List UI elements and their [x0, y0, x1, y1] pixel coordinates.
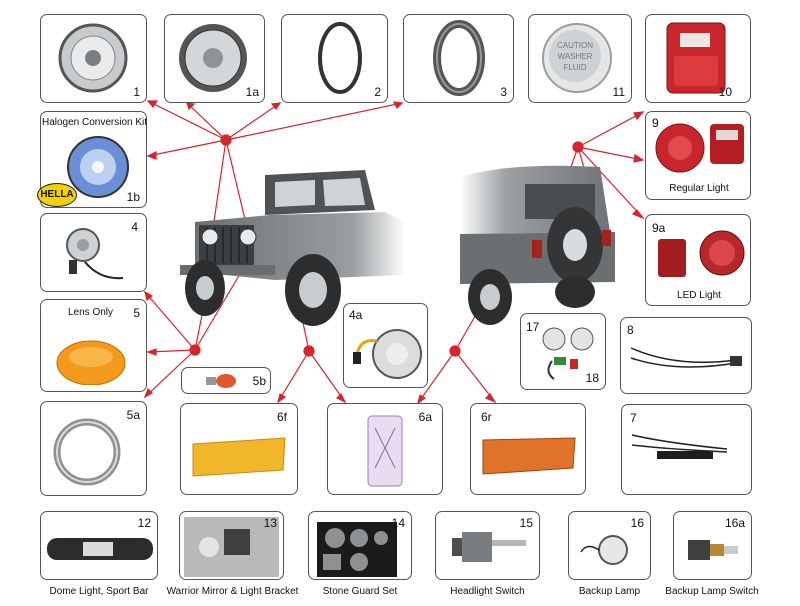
part-number: 6f	[276, 410, 287, 424]
turn-signal-bezel-image	[53, 418, 121, 486]
part-caption: Dome Light, Sport Bar	[49, 586, 149, 597]
part-2-box[interactable]: 2	[281, 14, 388, 103]
cap-text-3: FLUID	[563, 63, 586, 72]
part-caption: Stone Guard Set	[322, 586, 398, 597]
part-caption: Backup Lamp	[578, 586, 641, 597]
part-1-box[interactable]: 1	[40, 14, 147, 103]
part-17-18-box[interactable]: 17 18	[520, 313, 606, 390]
part-13-box[interactable]: 13	[179, 511, 284, 580]
part-number: 11	[612, 85, 625, 99]
headlight-switch-image	[452, 532, 526, 562]
part-caption: Warrior Mirror & Light Bracket	[166, 586, 299, 597]
parking-light-assembly-image	[66, 228, 124, 280]
part-number: 8	[627, 323, 634, 337]
part-number: 18	[585, 371, 599, 385]
part-number: 9	[652, 116, 659, 130]
part-5a-box[interactable]: 5a	[40, 401, 147, 496]
part-number: 15	[519, 516, 533, 530]
part-number: 5	[133, 306, 140, 320]
part-15-box[interactable]: 15	[435, 511, 540, 580]
part-number: 12	[137, 516, 151, 530]
red-side-marker-image	[482, 437, 576, 475]
dome-light-sport-bar-image	[47, 538, 153, 560]
part-6f-box[interactable]: 6f	[180, 403, 298, 495]
part-16-box[interactable]: 16	[568, 511, 651, 580]
part-3-box[interactable]: 3	[403, 14, 514, 103]
warrior-mirror-bracket-image	[184, 517, 279, 577]
part-number: 1b	[126, 190, 140, 204]
part-caption: Halogen Conversion Kit	[41, 117, 148, 128]
part-14-box[interactable]: 14	[308, 511, 412, 580]
headlight-bezel-ring-image	[433, 20, 485, 96]
part-16a-box[interactable]: 16a	[673, 511, 752, 580]
part-number: 2	[374, 85, 381, 99]
headlight-with-housing-image	[179, 24, 247, 92]
parking-light-with-wiring-image	[353, 329, 422, 379]
part-caption: LED Light	[677, 290, 721, 301]
part-number: 5b	[252, 374, 266, 388]
part-10-box[interactable]: 10	[645, 14, 751, 103]
part-1b-box[interactable]: Halogen Conversion Kit 1b	[40, 111, 147, 208]
part-number: 10	[718, 85, 732, 99]
part-7-box[interactable]: 7	[621, 404, 752, 495]
regular-tail-lights-image	[655, 123, 744, 173]
washer-fluid-cap-image: CAUTION WASHER FLUID	[542, 23, 612, 93]
part-number: 4	[131, 220, 138, 234]
part-6a-box[interactable]: 6a	[327, 403, 443, 495]
part-12-box[interactable]: 12	[40, 511, 158, 580]
led-tail-lights-image	[658, 230, 745, 277]
part-caption: Backup Lamp Switch	[665, 586, 759, 597]
backup-lamp-image	[580, 535, 628, 565]
side-marker-light-wiring-image	[631, 434, 728, 459]
part-11-box[interactable]: CAUTION WASHER FLUID 11	[528, 14, 632, 103]
stone-guard-set-image	[317, 522, 397, 577]
hella-logo: HELLA	[37, 183, 77, 207]
part-caption: Headlight Switch	[450, 586, 525, 597]
tail-light-assembly-image	[666, 22, 726, 94]
part-9-box[interactable]: 9 Regular Light	[645, 111, 751, 200]
headlight-retaining-ring-image	[318, 22, 362, 94]
part-number: 1a	[245, 85, 259, 99]
part-number: 7	[630, 411, 637, 425]
part-number: 16	[630, 516, 644, 530]
part-4-box[interactable]: 4	[40, 213, 147, 292]
turn-signal-bulb-image	[206, 374, 236, 388]
part-5b-box[interactable]: 5b	[181, 367, 271, 394]
part-caption: Regular Light	[669, 183, 729, 194]
part-number: 14	[391, 516, 405, 530]
backup-lamp-switch-image	[688, 540, 738, 560]
sealed-beam-headlight-image	[58, 23, 128, 93]
part-number: 6r	[481, 410, 492, 424]
part-8-box[interactable]: 8	[620, 317, 752, 394]
cap-text-1: CAUTION	[557, 41, 593, 50]
wiring-harness-image	[630, 347, 742, 368]
part-number: 3	[500, 85, 507, 99]
marker-bulb-image	[367, 415, 403, 487]
part-4a-box[interactable]: 4a	[343, 303, 428, 388]
amber-side-marker-image	[192, 437, 286, 477]
part-9a-box[interactable]: 9a LED Light	[645, 214, 751, 306]
part-number: 6a	[418, 410, 432, 424]
part-number: 5a	[126, 408, 140, 422]
halogen-conversion-headlight-image	[67, 136, 129, 198]
part-number: 1	[133, 85, 140, 99]
part-number: 9a	[652, 221, 666, 235]
part-caption: Lens Only	[67, 307, 114, 318]
part-1a-box[interactable]: 1a	[164, 14, 265, 103]
front-jeep-image	[180, 170, 405, 326]
part-number: 17	[526, 320, 540, 334]
part-5-box[interactable]: Lens Only 5	[40, 299, 147, 392]
part-6r-box[interactable]: 6r	[470, 403, 586, 495]
amber-turn-signal-lens-image	[56, 340, 126, 385]
part-number: 16a	[724, 516, 745, 530]
part-number: 4a	[349, 308, 363, 322]
part-number: 13	[263, 516, 277, 530]
fog-light-kit-image	[542, 327, 594, 380]
rear-jeep-image	[460, 165, 615, 325]
cap-text-2: WASHER	[558, 52, 593, 61]
